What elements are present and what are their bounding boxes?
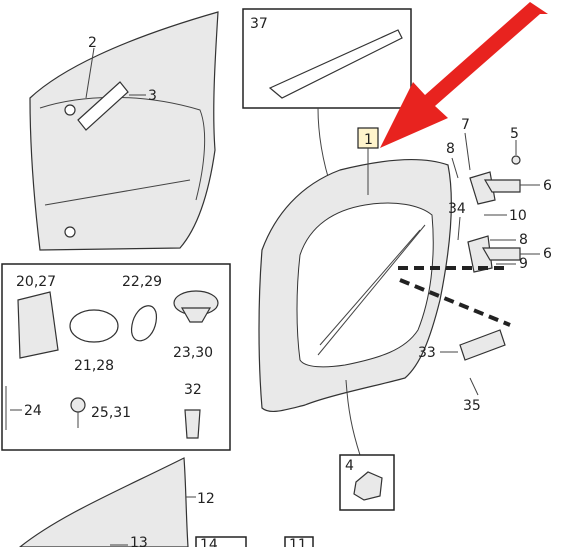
red-arrow-indicator — [380, 2, 548, 148]
callout-35: 35 — [463, 398, 481, 414]
callout-32: 32 — [184, 382, 202, 398]
callout-25-31: 25,31 — [91, 405, 131, 421]
callout-6-upper: 6 — [543, 178, 552, 194]
nut-32 — [184, 409, 201, 439]
screw-25-31 — [70, 397, 86, 413]
callout-37: 37 — [250, 16, 268, 32]
callout-2: 2 — [88, 35, 97, 51]
seal-22-29 — [131, 305, 157, 342]
callout-12: 12 — [197, 491, 215, 507]
callout-9: 9 — [519, 256, 528, 272]
callout-7: 7 — [461, 117, 470, 133]
callout-11: 11 — [289, 537, 307, 547]
callout-10: 10 — [509, 208, 527, 224]
leader-4 — [345, 379, 361, 456]
callout-3: 3 — [148, 88, 157, 104]
detail-box-14 — [195, 536, 247, 547]
callout-14: 14 — [200, 537, 218, 547]
callout-13: 13 — [130, 535, 148, 547]
bolt-5 — [511, 155, 521, 165]
door-frame — [258, 158, 452, 413]
callout-6-lower: 6 — [543, 246, 552, 262]
door-check-33 — [459, 329, 506, 361]
callout-1: 1 — [364, 132, 373, 148]
callout-33: 33 — [418, 345, 436, 361]
callout-24: 24 — [24, 403, 42, 419]
plug-21-28 — [69, 309, 119, 343]
callout-5: 5 — [510, 126, 519, 142]
callout-23-30: 23,30 — [173, 345, 213, 361]
detail-box-37 — [242, 8, 412, 109]
hinge-lower — [467, 235, 521, 273]
hinge-upper — [469, 171, 521, 205]
clip-20-27 — [17, 291, 59, 359]
callout-8-lower: 8 — [519, 232, 528, 248]
callout-4: 4 — [345, 458, 354, 474]
callout-34: 34 — [448, 201, 466, 217]
clip-4 — [353, 471, 383, 501]
trim-strip-37 — [268, 29, 403, 99]
outer-door-panel — [29, 11, 219, 251]
dashed-line-lower — [399, 278, 511, 327]
callout-20-27: 20,27 — [16, 274, 56, 290]
callout-22-29: 22,29 — [122, 274, 162, 290]
detail-box-11 — [284, 536, 314, 547]
lower-door-panel — [19, 457, 189, 547]
callout-21-28: 21,28 — [74, 358, 114, 374]
callout-8-upper: 8 — [446, 141, 455, 157]
